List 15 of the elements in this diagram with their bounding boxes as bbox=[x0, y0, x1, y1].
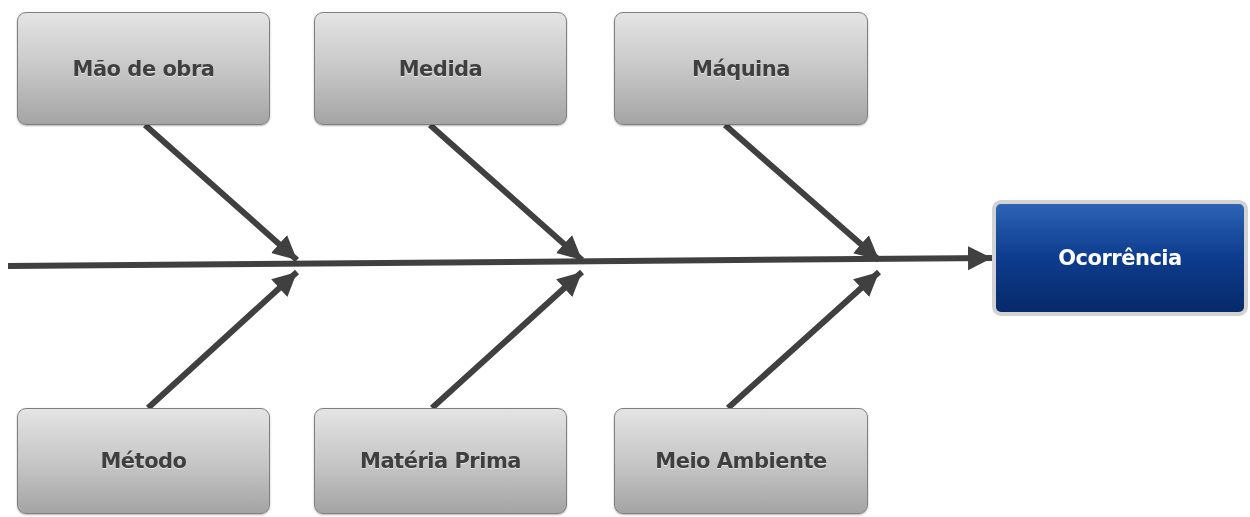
box-label: Método bbox=[100, 449, 187, 473]
spine-arrow bbox=[7, 246, 993, 271]
box-label: Máquina bbox=[692, 56, 790, 81]
cause-box bbox=[17, 408, 270, 514]
cause-box bbox=[614, 12, 868, 125]
cause-box bbox=[314, 12, 567, 125]
cause-box bbox=[614, 408, 868, 514]
box-label: Meio Ambiente bbox=[655, 449, 827, 473]
box-label: Ocorrência bbox=[1058, 246, 1182, 270]
box-label: Medida bbox=[398, 56, 483, 81]
cause-box bbox=[17, 12, 270, 125]
box-label: Mão de obra bbox=[72, 56, 215, 81]
cause-box bbox=[314, 408, 567, 514]
box-label: Matéria Prima bbox=[360, 449, 521, 473]
effect-box bbox=[992, 200, 1248, 316]
